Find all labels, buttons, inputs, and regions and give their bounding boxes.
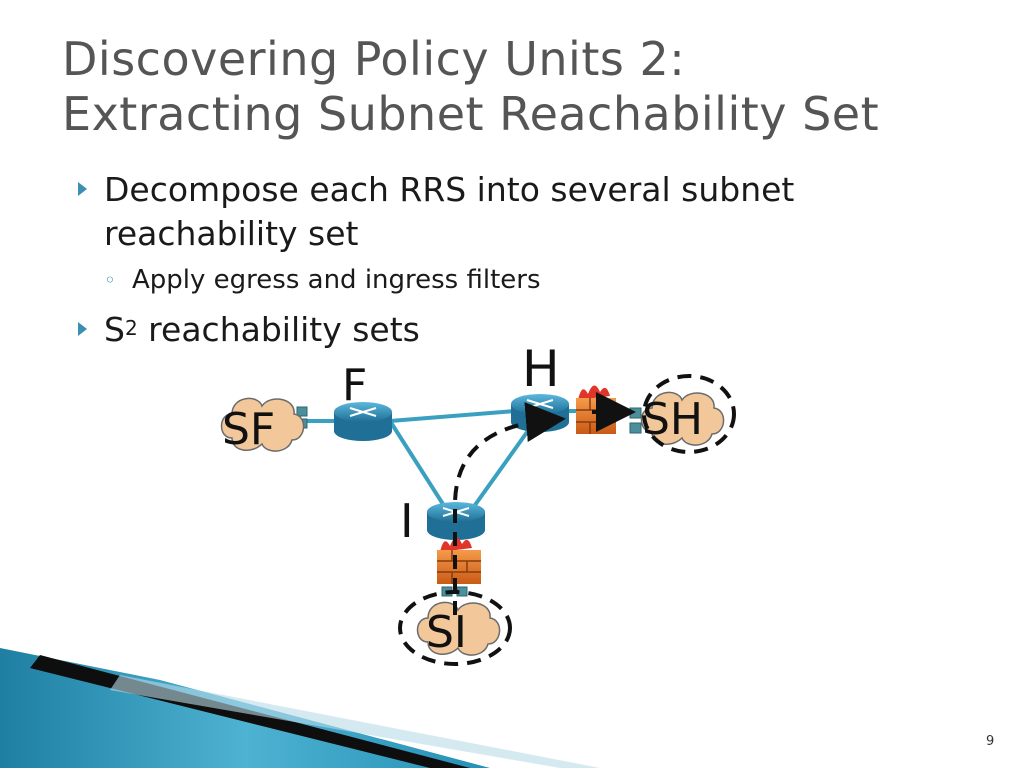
router-f-icon: [334, 402, 392, 441]
subnet-sf-cloud-icon: [220, 397, 305, 452]
subnet-si-label: SI: [426, 607, 467, 658]
router-h-icon: [511, 394, 569, 432]
subnet-si-cloud-icon: [416, 601, 501, 656]
title-line-1: Discovering Policy Units 2:: [62, 32, 686, 86]
subnet-sf-label: SF: [222, 404, 275, 455]
subnet-sh-highlight: [642, 374, 736, 454]
decorative-bottom-band: [0, 648, 600, 768]
page-number: 9: [986, 734, 995, 749]
slide-title: Discovering Policy Units 2: Extracting S…: [62, 32, 1002, 142]
firewall-i-icon: [437, 537, 481, 584]
circle-bullet-icon: ◦: [104, 268, 116, 292]
bullet-s2-superscript: 2: [124, 316, 138, 340]
path-si-to-h: [453, 402, 566, 615]
bullet-list: Decompose each RRS into several subnet r…: [76, 168, 976, 358]
reachability-path: [453, 392, 636, 615]
firewall-h-icon: [576, 385, 616, 434]
bullet-s2-rest: reachability sets: [137, 310, 420, 349]
router-f-label: F: [342, 360, 367, 411]
bullet-decompose-text: Decompose each RRS into several subnet r…: [104, 170, 795, 253]
title-line-2: Extracting Subnet Reachability Set: [62, 87, 880, 141]
subnet-sh-cloud-icon: [640, 391, 725, 446]
bullet-s2-prefix: S: [104, 310, 125, 349]
bullet-s2: S2 reachability sets: [76, 308, 976, 352]
link-f-i: [388, 419, 450, 514]
sub-bullet-filters-text: Apply egress and ingress filters: [132, 265, 541, 295]
triangle-bullet-icon: [78, 182, 87, 196]
subnet-si-highlight: [398, 590, 512, 666]
link-f-h: [389, 409, 516, 423]
bullet-decompose: Decompose each RRS into several subnet r…: [76, 168, 976, 256]
router-i-label: I: [400, 494, 414, 548]
triangle-bullet-icon: [78, 322, 87, 336]
router-h-label: H: [522, 340, 560, 398]
sub-bullet-filters: ◦ Apply egress and ingress filters: [76, 262, 976, 298]
subnet-sh-label: SH: [642, 394, 703, 445]
